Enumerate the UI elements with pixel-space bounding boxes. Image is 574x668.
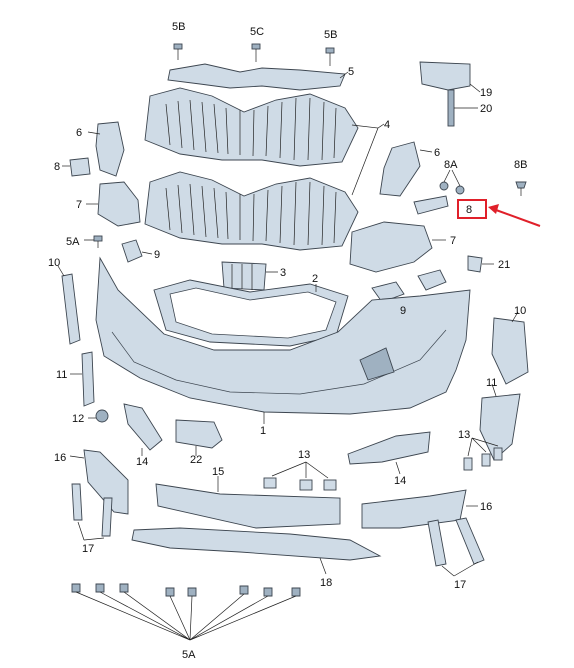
label-1: 1 [260,425,266,437]
label-11-right: 11 [486,377,497,389]
clips-part-13-right [463,437,503,471]
label-4: 4 [384,119,390,131]
part-8-left-icon [62,157,91,177]
bolt-part-20-icon [447,89,478,127]
label-2: 2 [312,273,318,285]
label-8b: 8B [514,159,527,171]
trim-part-14-right [347,431,431,475]
label-5c: 5C [250,26,264,38]
label-16-left: 16 [54,452,66,464]
trim-part-14-left [123,403,163,456]
part-8-right-icon [413,195,449,215]
label-19: 19 [480,87,492,99]
highlight-arrow-head-icon [488,204,499,214]
guide-part-10-right [491,311,529,385]
label-8-left: 8 [54,161,60,173]
label-20: 20 [480,103,492,115]
clip-5a-top-icon [84,235,103,248]
label-9-right: 9 [400,305,406,317]
label-17-right: 17 [454,579,466,591]
label-11-left: 11 [56,369,67,381]
guide-part-10-left [57,265,81,345]
clip-5c-icon [251,43,261,62]
label-5a-top: 5A [66,236,80,248]
bracket-part-22 [175,419,223,456]
highlight-box [457,199,487,219]
label-3: 3 [280,267,286,279]
label-22: 22 [190,454,202,466]
label-21: 21 [498,259,510,271]
label-17-left: 17 [82,543,94,555]
highlight-arrow-icon [495,209,541,227]
label-5a-bottom: 5A [182,649,196,661]
radiator-grille-upper [144,87,359,167]
label-13-middle: 13 [298,449,310,461]
top-cover-part-5 [167,63,349,91]
guide-part-6-right [379,141,433,197]
radiator-grille-lower [144,171,359,251]
label-12: 12 [72,413,84,425]
bracket-part-19 [419,61,481,93]
label-6-left: 6 [76,127,82,139]
label-18: 18 [320,577,332,589]
guide-part-6-left [87,121,125,177]
clips-5a-bottom-icon [71,583,301,641]
label-13-right: 13 [458,429,470,441]
frame-part-9-left [121,239,153,263]
label-14-left: 14 [136,456,148,468]
grille-part-15 [155,476,341,529]
clip-8a-icon [439,169,465,195]
label-10-left: 10 [48,257,60,269]
label-14-right: 14 [394,475,406,487]
bracket-part-7-right [349,221,446,273]
clip-5b-left-icon [173,43,183,60]
clip-5b-right-icon [325,47,335,66]
clips-part-13-middle [263,461,337,491]
clip-8b-icon [515,181,527,196]
strip-part-17-right [427,517,485,577]
cover-part-21-icon [467,255,494,273]
label-9-left: 9 [154,249,160,261]
label-5b-right: 5B [324,29,337,41]
sensor-part-12-icon [88,409,109,423]
label-10-right: 10 [514,305,526,317]
bracket-part-7-left [86,181,141,227]
label-5b-left: 5B [172,21,185,33]
label-6-right: 6 [434,147,440,159]
spoiler-part-18 [131,527,382,575]
strip-part-17-left [71,483,113,541]
insert-part-3 [221,261,278,291]
label-15: 15 [212,466,224,478]
label-16-right: 16 [480,501,492,513]
part-11-left [70,351,95,407]
label-8a: 8A [444,159,458,171]
label-7-left: 7 [76,199,82,211]
label-7-right: 7 [450,235,456,247]
grille-part-16-left [69,449,129,515]
grille-frame-part-2 [153,279,349,347]
bumper-part-1 [95,256,471,424]
label-5: 5 [348,66,354,78]
label-8-highlighted: 8 [466,204,472,216]
